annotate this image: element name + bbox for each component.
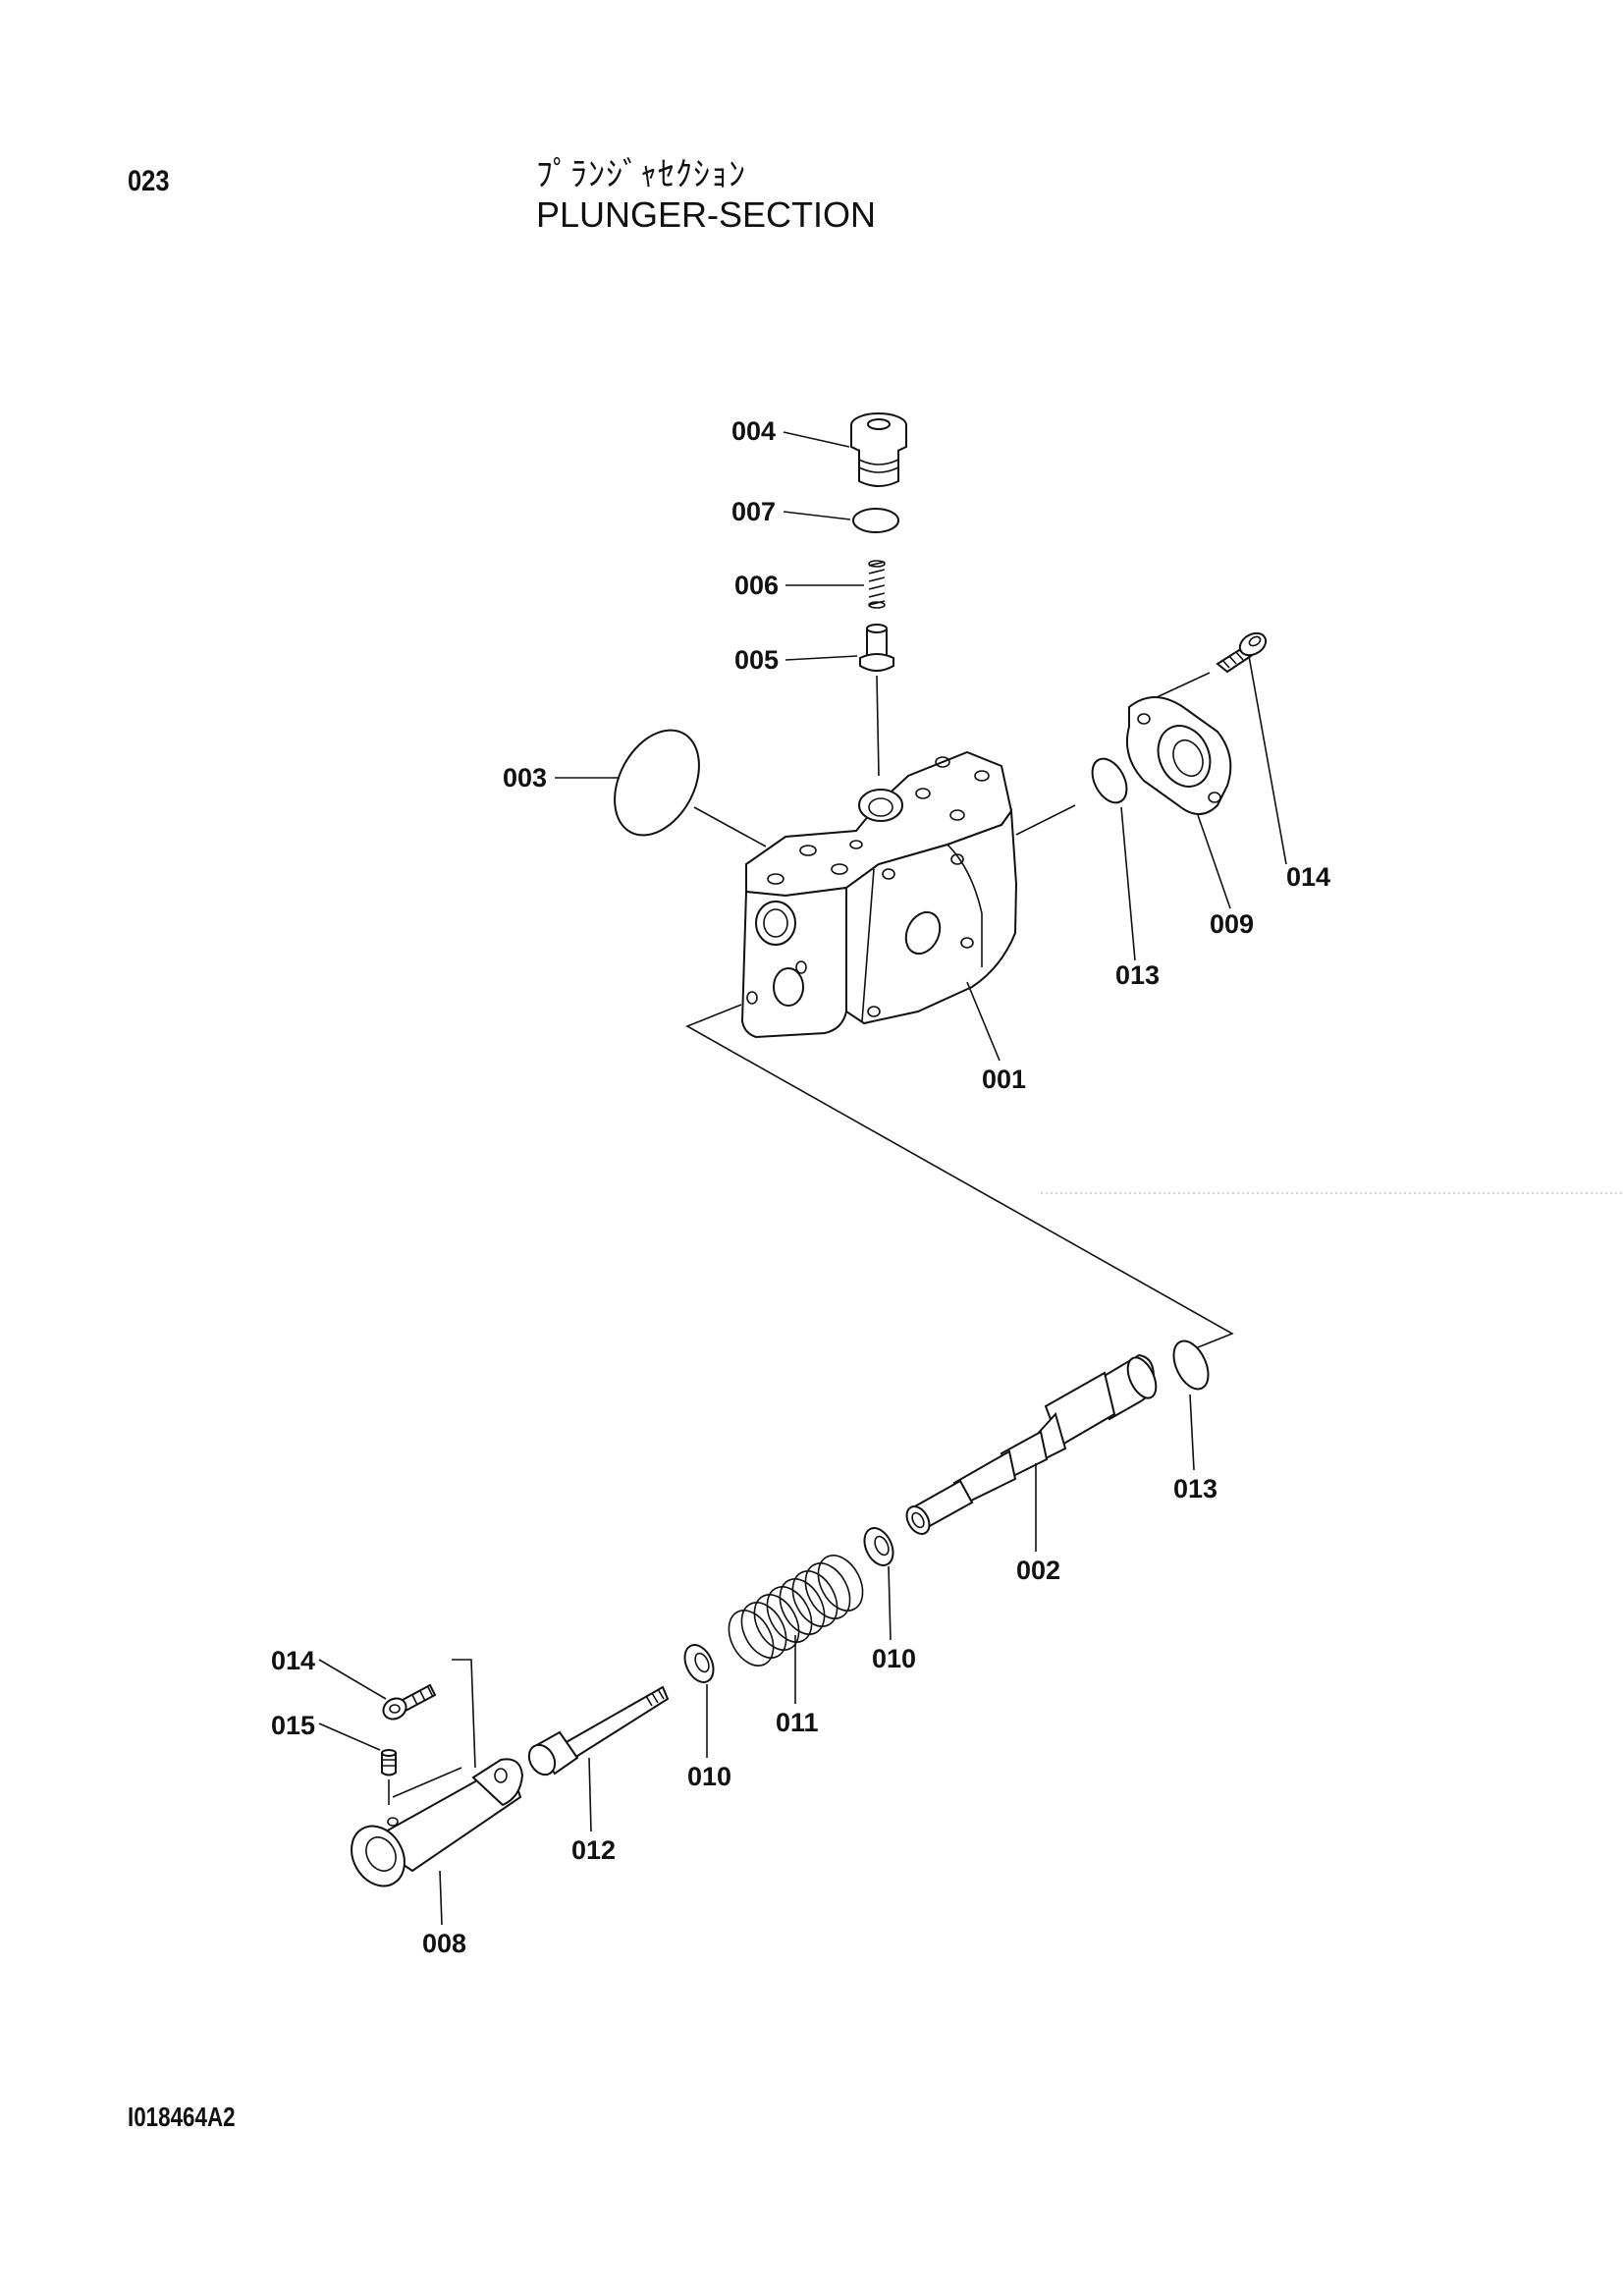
leader-lines [318, 431, 1287, 1926]
part-014-bolt-upper[interactable] [1216, 629, 1270, 674]
part-009-flange[interactable] [1125, 696, 1232, 815]
callout-004: 004 [731, 416, 776, 446]
callout-008: 008 [422, 1929, 466, 1958]
part-005-poppet[interactable] [859, 624, 894, 672]
callout-011: 011 [776, 1708, 819, 1737]
drawing-number: I018464A2 [128, 2102, 236, 2132]
page-number: 023 [128, 165, 170, 197]
callout-009: 009 [1210, 909, 1254, 939]
part-013-o-ring-upper[interactable] [1085, 753, 1133, 808]
part-011-spring[interactable] [720, 1548, 871, 1673]
assembly-line-013a [1015, 804, 1076, 836]
part-003-large-o-ring[interactable] [598, 716, 717, 849]
callout-013-upper: 013 [1115, 960, 1160, 990]
callout-014-upper: 014 [1286, 862, 1330, 892]
assembly-line-005 [876, 675, 880, 777]
part-015-set-screw[interactable] [381, 1749, 397, 1777]
assembly-line-008-bracket [452, 1659, 476, 1769]
callout-010-left: 010 [687, 1762, 731, 1791]
part-014-bolt-lower[interactable] [380, 1683, 437, 1723]
part-013-o-ring-lower[interactable] [1166, 1336, 1215, 1394]
callout-005: 005 [734, 645, 779, 675]
callout-015: 015 [271, 1711, 315, 1740]
part-012-long-bolt[interactable] [524, 1685, 670, 1779]
callout-014-lower: 014 [271, 1646, 315, 1675]
part-002-spool[interactable] [902, 1353, 1162, 1538]
assembly-line-003 [693, 806, 767, 847]
assembly-line-008-top [392, 1767, 462, 1798]
part-004-plug[interactable] [850, 412, 907, 487]
assembly-line-014a [1156, 672, 1211, 698]
section-title-english: PLUNGER-SECTION [536, 194, 877, 235]
part-006-spring[interactable] [868, 560, 886, 609]
callout-003: 003 [503, 763, 547, 793]
assembly-line-spool [685, 1004, 1234, 1356]
callout-007: 007 [731, 497, 776, 526]
part-001-housing[interactable] [740, 750, 1018, 1039]
part-008-cap[interactable] [341, 1758, 524, 1895]
section-title-japanese: ﾌﾟﾗﾝｼﾞｬｾｸｼｮﾝ [536, 155, 746, 194]
callout-012: 012 [571, 1835, 616, 1865]
callout-006: 006 [734, 571, 779, 600]
part-007-o-ring[interactable] [852, 508, 899, 533]
part-010-washer-right[interactable] [859, 1523, 898, 1569]
callout-002: 002 [1016, 1556, 1060, 1585]
callout-013-lower: 013 [1173, 1474, 1217, 1503]
callout-001: 001 [982, 1065, 1026, 1094]
part-010-washer-left[interactable] [679, 1640, 719, 1686]
callout-010-right: 010 [872, 1644, 916, 1673]
